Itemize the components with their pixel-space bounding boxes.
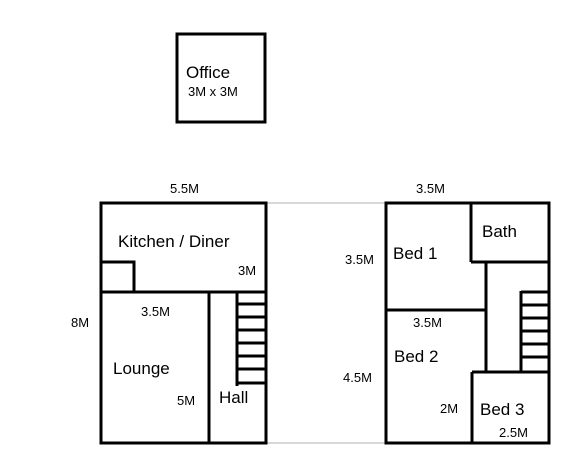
bed3-label: Bed 3 [480,400,524,419]
bed3-width-label: 2M [440,401,458,416]
first-floor-plan [384,201,551,445]
floor-connector [266,202,386,444]
hall-label: Hall [219,388,248,407]
kitchen-cupboard [99,260,136,294]
lounge-depth-label: 5M [177,393,195,408]
ground-floor-outline [99,201,268,445]
bed3-depth-label: 2.5M [499,425,528,440]
lounge-width-label: 3.5M [141,304,170,319]
ground-width-label: 5.5M [170,181,199,196]
first-floor-outline [384,201,551,445]
office-label: Office [186,63,230,82]
lounge-label: Lounge [113,359,170,378]
ground-height-label: 8M [71,315,89,330]
kitchen-depth-label: 3M [238,263,256,278]
bed2-depth-label: 4.5M [343,370,372,385]
bed2-width-label: 3.5M [413,315,442,330]
kitchen-label: Kitchen / Diner [118,232,230,251]
ground-staircase [237,302,266,385]
first-width-label: 3.5M [416,181,445,196]
bed2-label: Bed 2 [394,347,438,366]
first-staircase [521,290,549,359]
bed1-depth-label: 3.5M [345,252,374,267]
office-outline [175,32,267,124]
bed1-label: Bed 1 [393,244,437,263]
office-building [175,32,267,124]
office-size-label: 3M x 3M [188,84,238,99]
bath-label: Bath [482,222,517,241]
